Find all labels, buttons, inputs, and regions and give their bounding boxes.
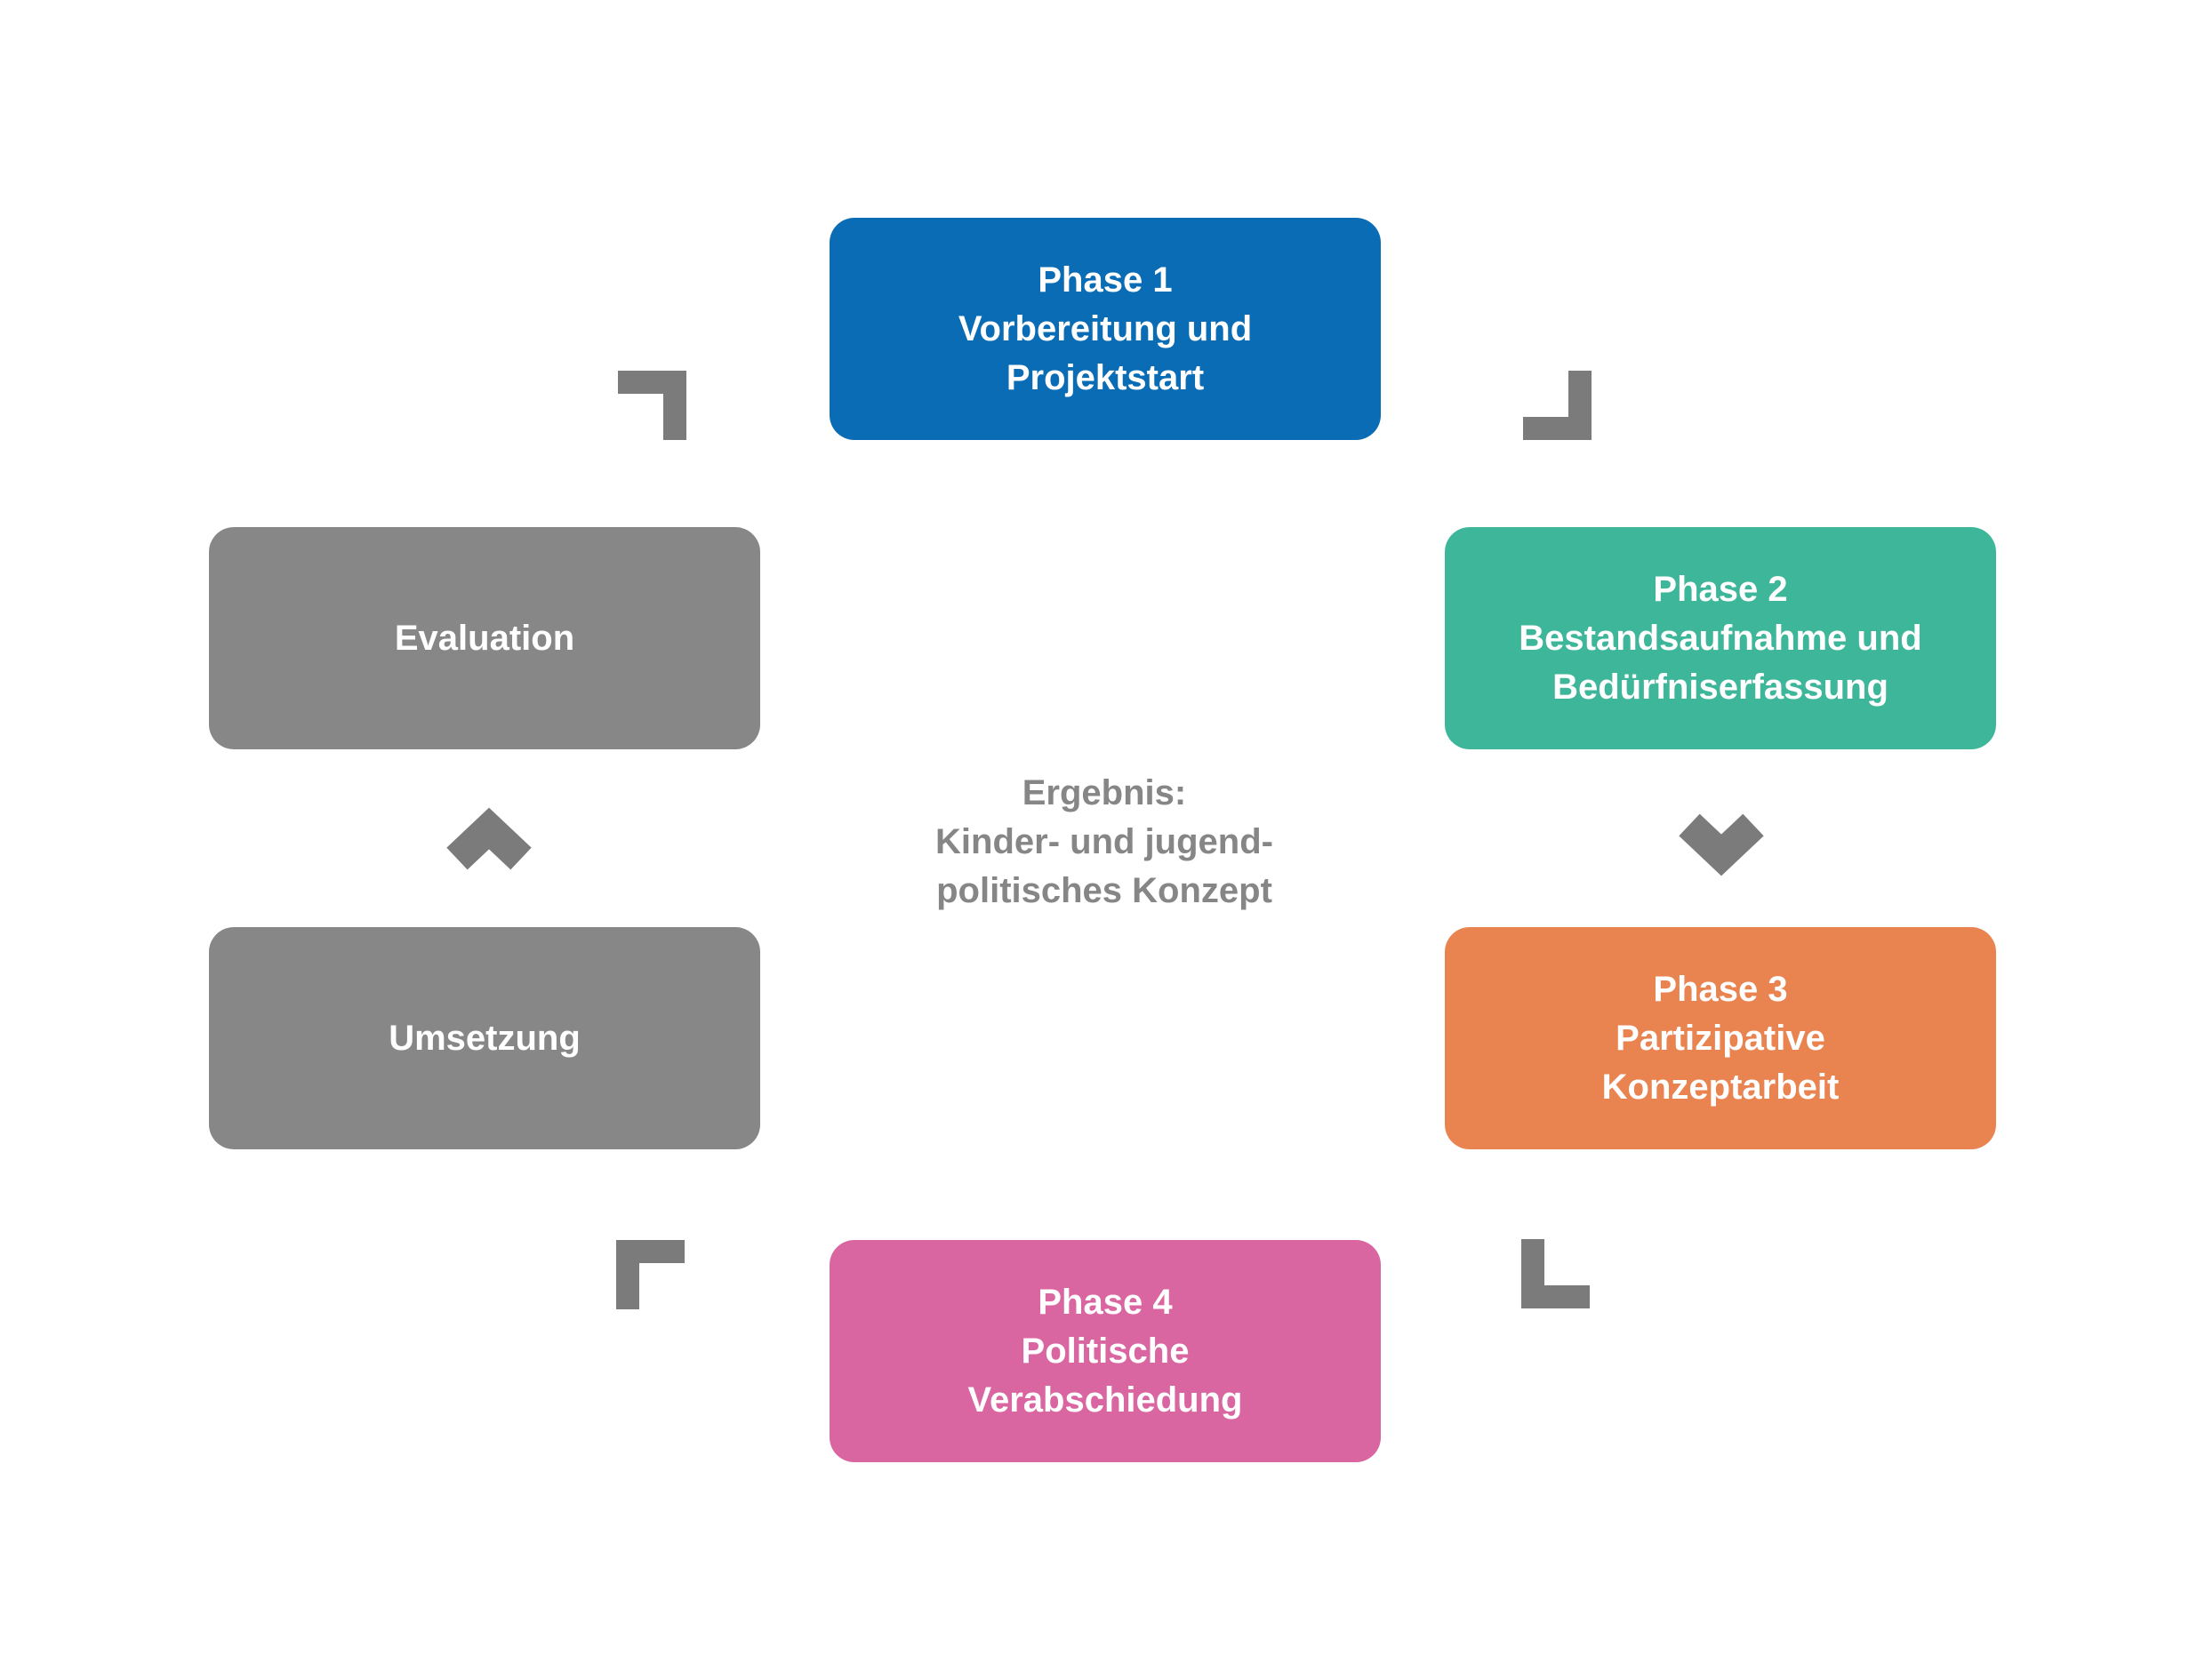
node-line: Konzeptarbeit — [1601, 1067, 1840, 1107]
node-phase-2: Phase 2 Bestandsaufnahme und Bedürfniser… — [1445, 527, 1996, 749]
node-phase-3-label: Phase 3 Partizipative Konzeptarbeit — [1602, 965, 1840, 1112]
node-phase-1: Phase 1 Vorbereitung und Projektstart — [830, 218, 1381, 440]
node-evaluation-label: Evaluation — [395, 614, 574, 663]
node-phase-4: Phase 4 Politische Verabschiedung — [830, 1240, 1381, 1462]
node-phase-4-label: Phase 4 Politische Verabschiedung — [968, 1278, 1243, 1425]
node-line: Bestandsaufnahme und — [1519, 618, 1922, 658]
node-line: Projektstart — [1006, 357, 1205, 397]
node-line: Phase 2 — [1653, 569, 1788, 609]
node-line: Phase 1 — [1038, 260, 1173, 300]
node-line: Umsetzung — [389, 1018, 581, 1058]
node-phase-1-label: Phase 1 Vorbereitung und Projektstart — [958, 256, 1252, 403]
chevron-down-icon — [1672, 807, 1771, 878]
node-umsetzung-label: Umsetzung — [389, 1014, 581, 1063]
node-line: Evaluation — [394, 618, 575, 658]
node-line: Vorbereitung und — [958, 308, 1253, 348]
center-result-line: Ergebnis: — [1022, 773, 1187, 812]
corner-bracket-bottom-left-icon — [616, 1240, 685, 1309]
node-line: Bedürfniserfassung — [1552, 667, 1888, 707]
node-evaluation: Evaluation — [209, 527, 760, 749]
node-line: Verabschiedung — [967, 1380, 1243, 1420]
node-phase-3: Phase 3 Partizipative Konzeptarbeit — [1445, 927, 1996, 1149]
node-phase-2-label: Phase 2 Bestandsaufnahme und Bedürfniser… — [1519, 565, 1921, 712]
node-umsetzung: Umsetzung — [209, 927, 760, 1149]
node-line: Partizipative — [1616, 1018, 1825, 1058]
chevron-up-icon — [439, 805, 539, 876]
center-result-text: Ergebnis: Kinder- und jugend- politische… — [749, 769, 1460, 916]
corner-bracket-top-right-icon — [1523, 371, 1592, 440]
node-line: Phase 3 — [1653, 969, 1788, 1009]
center-result-line: Kinder- und jugend- — [935, 822, 1273, 861]
corner-bracket-top-left-icon — [618, 371, 686, 440]
center-result-line: politisches Konzept — [936, 871, 1272, 910]
corner-bracket-bottom-right-icon — [1521, 1239, 1590, 1308]
node-line: Politische — [1021, 1331, 1190, 1371]
node-line: Phase 4 — [1038, 1282, 1173, 1322]
